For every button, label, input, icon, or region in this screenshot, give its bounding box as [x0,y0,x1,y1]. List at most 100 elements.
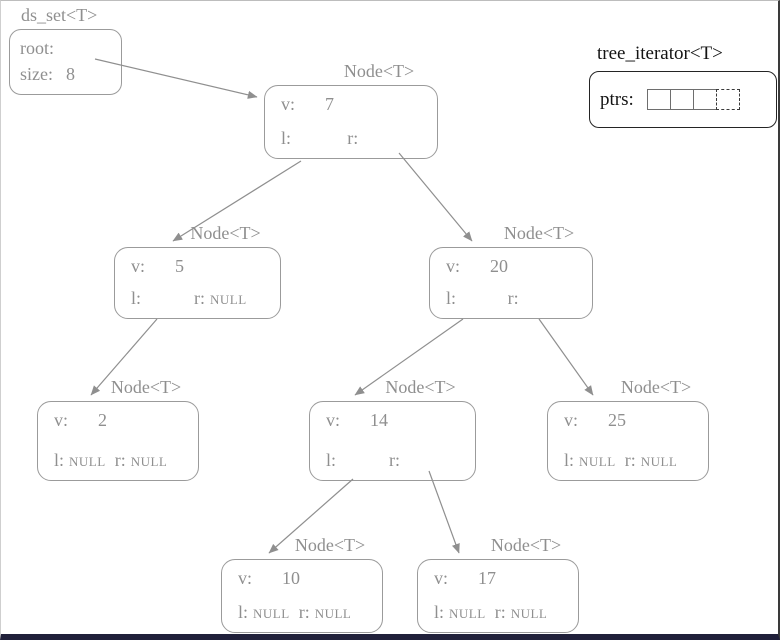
node-type-label: Node<T> [490,535,562,555]
r-label: r: [624,450,636,470]
right-pointer: r: NULL [115,450,168,471]
r-value: NULL [510,606,548,621]
children-row: l: r: [281,128,425,149]
ptr-cell-dashed [715,89,740,110]
children-row: l: NULL r: NULL [238,602,370,623]
size-row: size: 8 [20,61,111,87]
v-label: v: [281,94,296,114]
v-value: 17 [478,568,497,588]
tree-node-25: Node<T> v: 25 l: NULL r:NULL [547,377,709,481]
children-row: l: NULL r: NULL [434,602,566,623]
node-type-label: Node<T> [294,535,366,555]
children-row: l: NULL r: NULL [54,450,186,471]
l-label: l: [54,450,65,470]
r-label: r: [389,450,401,470]
value-row: v: 17 [434,568,566,589]
left-pointer: l: NULL [564,450,625,471]
v-value: 20 [490,256,509,276]
value-row: v: 5 [131,256,268,277]
left-pointer: l: [446,288,508,309]
v-value: 10 [282,568,301,588]
value-row: v: 2 [54,410,186,431]
children-row: l: r: [326,450,463,471]
value-row: v: 14 [326,410,463,431]
tree-node-7: Node<T> v: 7 l: r: [264,61,438,159]
left-pointer: l: NULL [238,602,299,623]
v-label: v: [564,410,579,430]
l-label: l: [326,450,337,470]
ptr-cell [669,89,694,110]
r-label: r: [494,602,506,622]
left-pointer: l: NULL [54,450,115,471]
node-type-label: Node<T> [620,377,692,397]
node-box: v: 2 l: NULL r: NULL [37,401,199,481]
node-box: v: 17 l: NULL r: NULL [417,559,579,633]
r-label: r: [347,128,359,148]
r-value: NULL [210,292,247,307]
right-pointer: r: [347,128,363,149]
tree-node-10: Node<T> v:10 l: NULL r: NULL [221,535,383,633]
ds-set-title: ds_set<T> [21,5,98,25]
value-row: v:10 [238,568,370,589]
size-value: 8 [66,64,75,84]
l-label: l: [434,602,445,622]
v-value: 14 [370,410,389,430]
node-box: v:10 l: NULL r: NULL [221,559,383,633]
ptrs-cells [646,89,740,110]
node-box: v:20 l: r: [429,247,593,319]
l-value: NULL [253,606,290,621]
r-label: r: [507,288,519,308]
node-box: v: 7 l: r: [264,85,438,159]
node-type-label: Node<T> [385,377,456,397]
v-label: v: [54,410,69,430]
node-type-label: Node<T> [110,377,182,397]
node-type-label: Node<T> [343,61,415,81]
value-row: v: 25 [564,410,696,431]
root-pointer-label: root: [20,38,54,58]
children-row: l: NULL r:NULL [564,450,696,471]
node-box: v: 25 l: NULL r:NULL [547,401,709,481]
value-row: v:20 [446,256,580,277]
tree-node-17: Node<T> v: 17 l: NULL r: NULL [417,535,579,633]
node-box: v: 14 l: r: [309,401,476,481]
ptr-cell [646,89,671,110]
left-pointer: l: [131,288,194,309]
r-label: r: [298,602,310,622]
v-value: 7 [325,94,335,114]
l-value: NULL [579,454,616,469]
right-pointer: r: [508,288,524,309]
tree-iterator-box: ptrs: [589,71,777,128]
left-pointer: l: [281,128,347,149]
left-pointer: l: NULL [434,602,495,623]
children-row: l: r: [446,288,580,309]
tree-node-14: Node<T> v: 14 l: r: [309,377,476,481]
r-label: r: [194,288,206,308]
v-value: 5 [175,256,185,276]
v-value: 25 [608,410,627,430]
l-value: NULL [449,606,486,621]
tree-iterator-title: tree_iterator<T> [597,43,723,64]
l-label: l: [281,128,292,148]
size-label: size: [20,64,53,84]
v-label: v: [326,410,341,430]
v-value: 2 [98,410,108,430]
l-value: NULL [69,454,106,469]
v-label: v: [131,256,146,276]
node-box: v: 5 l: r: NULL [114,247,281,319]
tree-node-2: Node<T> v: 2 l: NULL r: NULL [37,377,199,481]
right-pointer: r:NULL [625,450,678,471]
right-pointer: r: [389,450,405,471]
left-pointer: l: [326,450,389,471]
tree-node-20: Node<T> v:20 l: r: [429,223,593,319]
l-label: l: [238,602,249,622]
r-label: r: [114,450,126,470]
node-type-label: Node<T> [190,223,261,243]
l-label: l: [564,450,575,470]
tree-node-5: Node<T> v: 5 l: r: NULL [114,223,281,319]
v-label: v: [434,568,449,588]
right-pointer: r: NULL [194,288,247,309]
l-label: l: [131,288,142,308]
r-value: NULL [130,454,168,469]
right-pointer: r: NULL [495,602,548,623]
